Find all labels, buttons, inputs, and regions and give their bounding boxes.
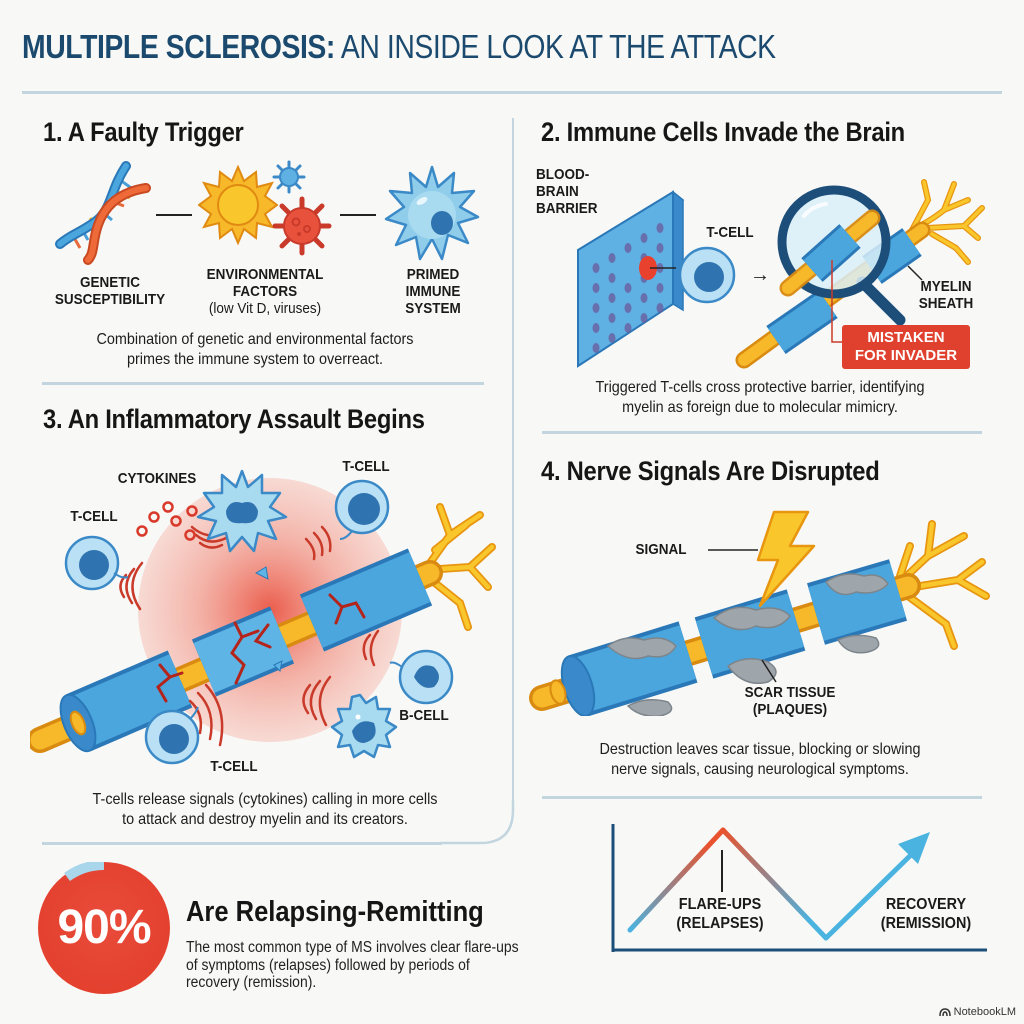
label-flare-ups: FLARE-UPS (RELAPSES) xyxy=(676,896,764,932)
page-title: MULTIPLE SCLEROSIS: AN INSIDE LOOK AT TH… xyxy=(22,28,865,66)
section3-description: T-cells release signals (cytokines) call… xyxy=(92,791,438,828)
label-tcell-sec2: T-CELL xyxy=(706,224,754,241)
label-myelin-sheath: MYELIN SHEATH xyxy=(918,278,974,312)
stat-circle xyxy=(38,862,170,994)
small-virus-icon xyxy=(272,160,306,194)
myelinated-axon-magnified-icon xyxy=(735,179,985,369)
label-blood-brain-barrier: BLOOD- BRAIN BARRIER xyxy=(536,166,598,217)
label-primed-immune: PRIMED IMMUNE SYSTEM xyxy=(405,266,461,317)
blood-brain-barrier-icon xyxy=(576,190,685,368)
title-light: AN INSIDE LOOK AT THE ATTACK xyxy=(334,28,776,65)
section3-heading: 3. An Inflammatory Assault Begins xyxy=(43,404,425,434)
section1-description: Combination of genetic and environmental… xyxy=(96,331,414,368)
notebooklm-watermark: NotebookLM xyxy=(938,1006,1016,1018)
stat-heading: Are Relapsing-Remitting xyxy=(186,896,484,928)
section2-heading: 2. Immune Cells Invade the Brain xyxy=(541,117,905,147)
sun-icon xyxy=(198,165,278,245)
t-cell-icon xyxy=(676,246,736,304)
inflammatory-assault-illustration xyxy=(30,469,496,765)
label-recovery: RECOVERY (REMISSION) xyxy=(880,896,972,932)
dna-icon xyxy=(55,161,151,265)
arrow-icon: → xyxy=(750,264,770,286)
relapse-remission-graph xyxy=(611,824,987,952)
label-cytokines: CYTOKINES xyxy=(117,470,197,487)
section2-divider xyxy=(542,431,982,434)
immune-cell-icon xyxy=(384,165,480,261)
label-environmental: ENVIRONMENTAL FACTORS (low Vit D, viruse… xyxy=(206,266,324,317)
mistaken-for-invader-badge: MISTAKEN FOR INVADER xyxy=(842,325,970,369)
label-genetic: GENETIC SUSCEPTIBILITY xyxy=(54,274,166,308)
damaged-nerve-illustration xyxy=(529,510,990,716)
panel-corner-curve xyxy=(440,800,515,845)
watermark-text: NotebookLM xyxy=(953,1006,1016,1018)
connector-line xyxy=(156,214,192,216)
section4-divider xyxy=(542,796,982,799)
connector-line xyxy=(340,214,376,216)
section1-heading: 1. A Faulty Trigger xyxy=(43,117,244,147)
label-scar-tissue: SCAR TISSUE (PLAQUES) xyxy=(744,684,836,718)
label-bcell: B-CELL xyxy=(399,707,449,724)
label-signal: SIGNAL xyxy=(635,541,687,558)
section3-bottom-divider xyxy=(42,842,442,845)
stat-body: The most common type of MS involves clea… xyxy=(186,939,519,991)
notebooklm-logo-icon xyxy=(938,1008,951,1017)
virus-icon xyxy=(272,196,332,256)
label-tcell-top: T-CELL xyxy=(342,458,390,475)
stat-value: 90% xyxy=(57,901,151,954)
center-divider xyxy=(512,118,514,808)
label-tcell-left: T-CELL xyxy=(70,508,118,525)
section4-heading: 4. Nerve Signals Are Disrupted xyxy=(541,456,880,486)
stat-progress-arc xyxy=(64,862,105,882)
title-bold: MULTIPLE SCLEROSIS: xyxy=(22,28,335,65)
section1-divider xyxy=(42,382,484,385)
section4-description: Destruction leaves scar tissue, blocking… xyxy=(599,741,921,778)
header-divider xyxy=(22,91,1002,94)
section2-description: Triggered T-cells cross protective barri… xyxy=(595,379,925,416)
label-tcell-bottom: T-CELL xyxy=(210,758,258,775)
